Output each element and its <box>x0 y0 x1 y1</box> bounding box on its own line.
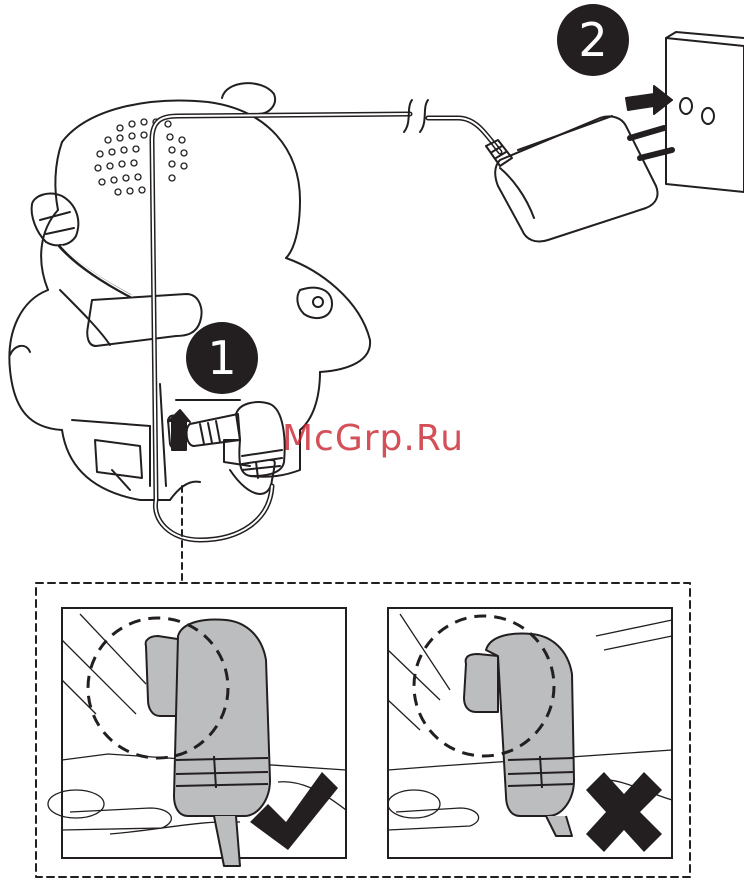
step-2-badge: 2 <box>557 4 629 76</box>
step-1-badge: 1 <box>186 322 258 394</box>
power-adapter <box>495 116 672 242</box>
camera-cable <box>32 194 132 296</box>
wall-outlet <box>666 32 744 192</box>
dc-plug <box>187 402 285 478</box>
watermark: McGrp.Ru <box>282 418 464 459</box>
power-cable <box>152 100 512 540</box>
detail-panel-correct <box>48 608 346 866</box>
detail-panel-incorrect <box>388 608 672 858</box>
speaker-grille <box>95 119 187 195</box>
